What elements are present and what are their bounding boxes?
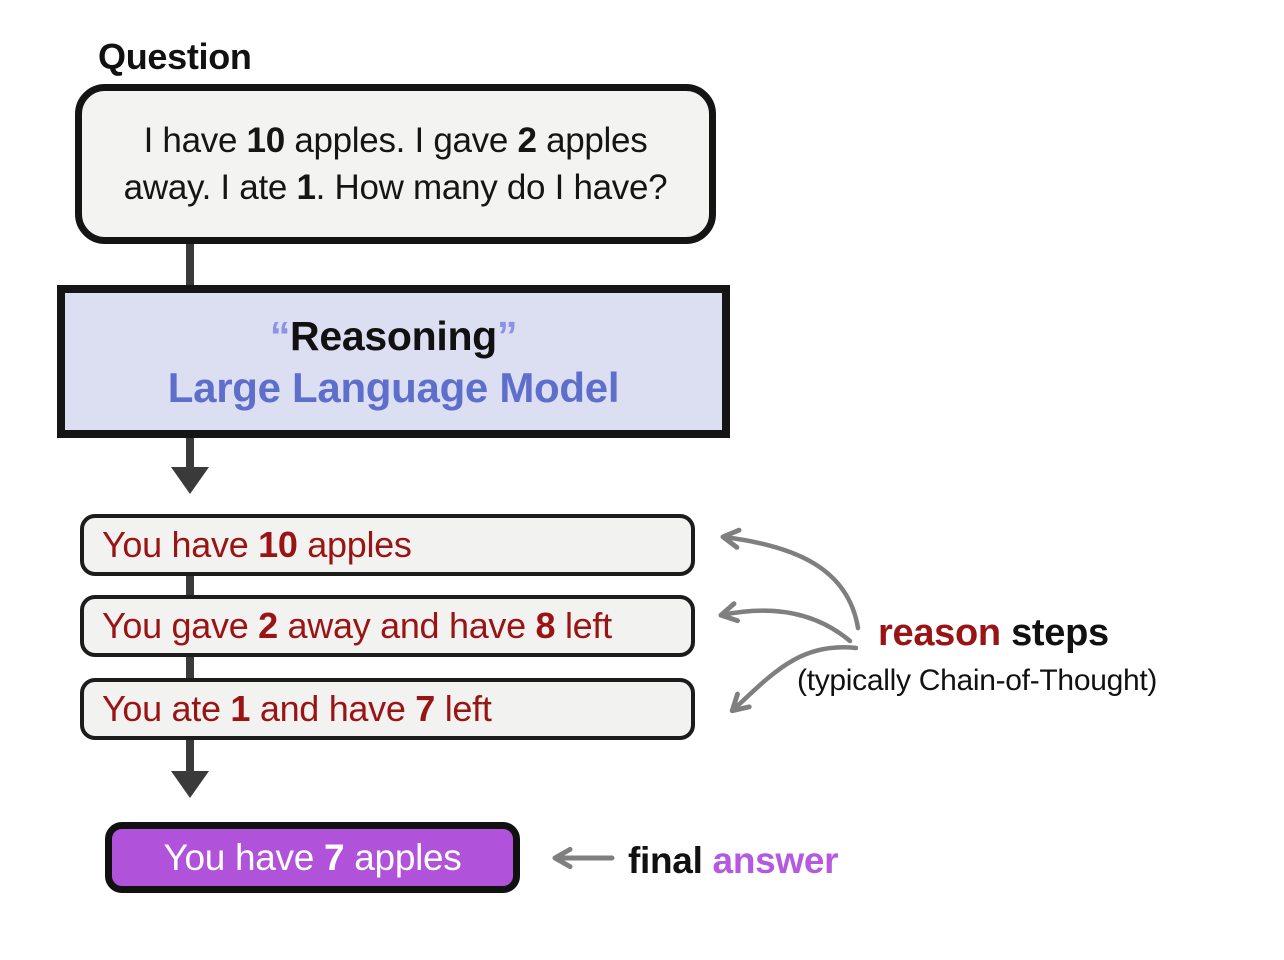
final-word: final [628, 840, 703, 881]
reason-step-text: You gave 2 away and have 8 left [102, 605, 612, 646]
reasoning-llm-box: “Reasoning” Large Language Model [57, 285, 730, 438]
arrowhead-down-icon [171, 467, 209, 494]
reason-step-text: You have 10 apples [102, 524, 412, 565]
arrowhead-down-icon [171, 771, 209, 798]
curved-arrow-to-step3-icon [729, 645, 859, 714]
question-text-line2: away. I ate 1. How many do I have? [123, 168, 668, 207]
llm-title-text: Reasoning [290, 312, 497, 359]
open-quote: “ [269, 312, 291, 359]
curved-arrow-to-step2-icon [718, 601, 853, 644]
chain-of-thought-note: (typically Chain-of-Thought) [797, 664, 1158, 697]
question-label: Question [98, 36, 252, 77]
llm-box-subtitle: Large Language Model [167, 363, 620, 411]
final-answer-text: You have 7 apples [163, 836, 462, 878]
llm-box-title: “Reasoning” [269, 310, 518, 362]
question-text-line1: I have 10 apples. I gave 2 apples [143, 121, 648, 160]
reason-steps-annotation: reason steps [878, 610, 1109, 656]
final-answer-annotation: final answer [628, 839, 839, 883]
curved-arrow-to-step1-icon [720, 527, 861, 631]
reason-step-box-2: You gave 2 away and have 8 left [80, 595, 695, 657]
close-quote: ” [496, 312, 518, 359]
reason-step-text: You ate 1 and have 7 left [102, 688, 492, 729]
final-answer-box: You have 7 apples [105, 822, 520, 893]
reason-step-box-1: You have 10 apples [80, 514, 695, 576]
steps-word: steps [1000, 612, 1109, 654]
reason-step-box-3: You ate 1 and have 7 left [80, 678, 695, 740]
answer-word: answer [702, 840, 839, 881]
reason-word: reason [878, 612, 1001, 654]
question-box: I have 10 apples. I gave 2 apples away. … [75, 84, 716, 244]
